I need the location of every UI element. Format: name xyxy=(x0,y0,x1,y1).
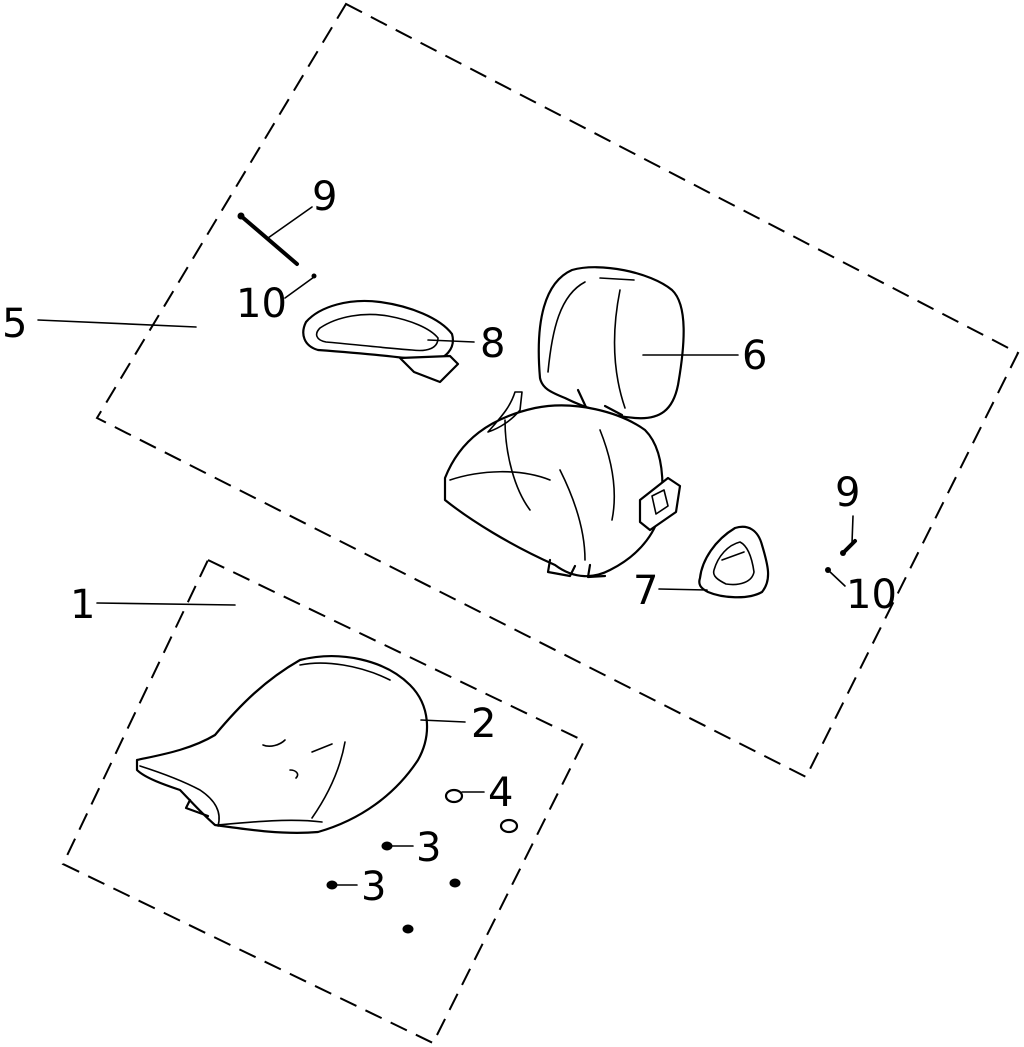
callout-8: 8 xyxy=(480,321,505,367)
callout-7: 7 xyxy=(633,568,658,614)
callout-3-upper: 3 xyxy=(416,825,441,871)
grommet-part-4 xyxy=(444,788,519,834)
callout-10-lower: 10 xyxy=(846,572,897,618)
bracket-part-8 xyxy=(302,299,460,384)
callout-9-lower: 9 xyxy=(835,470,860,516)
callout-10-upper: 10 xyxy=(236,281,287,327)
group-boundary-5 xyxy=(95,2,1020,779)
callout-4: 4 xyxy=(488,770,513,816)
bolt-part-9-upper xyxy=(237,212,299,266)
bolt-part-9-lower xyxy=(840,539,857,556)
seat-cushion xyxy=(135,655,429,834)
bracket-part-7 xyxy=(698,525,770,599)
callout-6: 6 xyxy=(742,333,767,379)
callout-5: 5 xyxy=(2,301,27,347)
seat-with-backrest xyxy=(443,266,685,579)
callout-1: 1 xyxy=(70,582,95,628)
callout-3-lower: 3 xyxy=(361,864,386,910)
leader-lines xyxy=(37,206,854,886)
callout-2: 2 xyxy=(471,701,496,747)
callout-9-upper: 9 xyxy=(312,174,337,220)
